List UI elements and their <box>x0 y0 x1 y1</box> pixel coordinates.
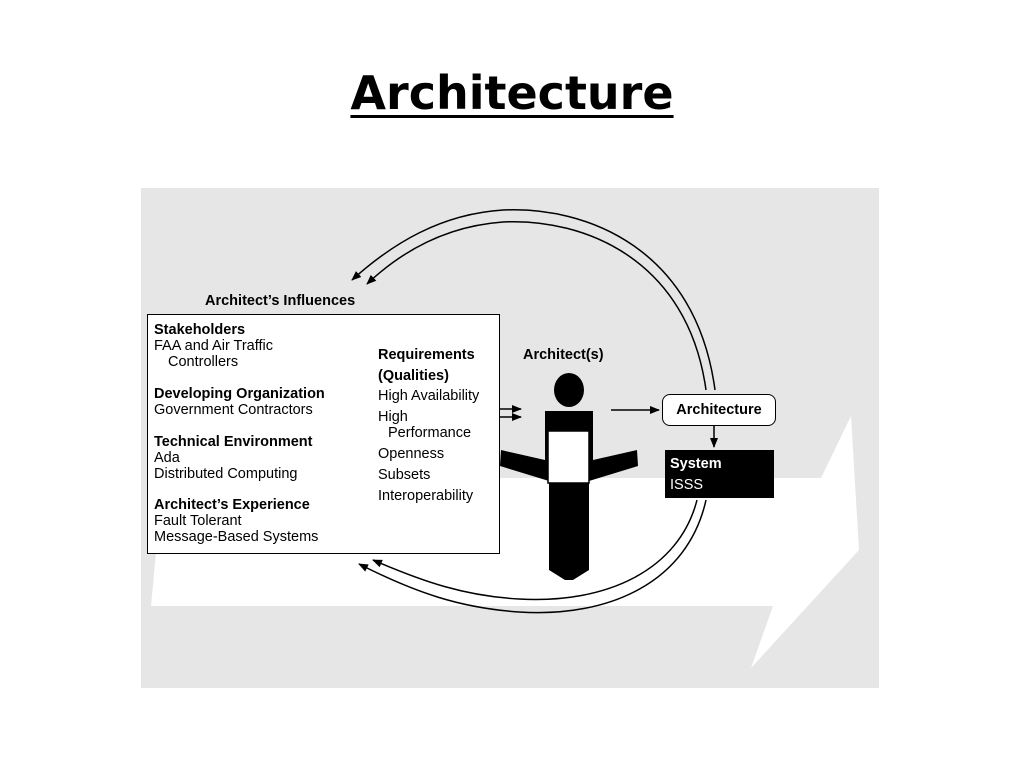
group-line: Controllers <box>168 354 239 370</box>
feedback-arc-top-outer <box>351 209 716 391</box>
group-line: FAA and Air Traffic <box>154 338 274 354</box>
group-line: Government Contractors <box>154 402 313 418</box>
requirement-item: Performance <box>388 425 472 441</box>
feedback-arc-bottom-inner <box>372 499 698 601</box>
architecture-box: Architecture <box>662 394 776 426</box>
influences-box <box>147 314 500 554</box>
architects-label: Architect(s) <box>523 347 604 363</box>
requirements-subheading: (Qualities) <box>378 368 449 384</box>
group-heading-stakeholders: Stakeholders <box>154 322 246 338</box>
requirement-item: High Availability <box>378 388 480 404</box>
group-heading-developing-organization: Developing Organization <box>154 386 325 402</box>
requirement-item: Subsets <box>378 467 431 483</box>
diagram-panel: Architect’s Influences Stakeholders FAA … <box>141 188 879 688</box>
architect-figure <box>500 373 638 580</box>
requirements-heading: Requirements <box>378 347 475 363</box>
group-line: Message-Based Systems <box>154 529 319 545</box>
slide-title: Architecture <box>350 66 674 120</box>
group-heading-technical-environment: Technical Environment <box>154 434 313 450</box>
group-line: Ada <box>154 450 180 466</box>
feedback-arc-bottom-outer <box>358 499 707 614</box>
requirement-item: Interoperability <box>378 488 474 504</box>
system-box-name: ISSS <box>670 477 704 493</box>
system-box-title: System <box>670 456 722 472</box>
group-heading-architects-experience: Architect’s Experience <box>154 497 310 513</box>
system-box: System ISSS <box>665 450 774 498</box>
architecture-box-label: Architecture <box>676 402 762 418</box>
feedback-arc-top-inner <box>366 221 707 391</box>
group-line: Fault Tolerant <box>154 513 242 529</box>
group-line: Distributed Computing <box>154 466 298 482</box>
requirement-item: Openness <box>378 446 445 462</box>
requirement-item: High <box>378 409 408 425</box>
influences-title: Architect’s Influences <box>205 293 356 309</box>
